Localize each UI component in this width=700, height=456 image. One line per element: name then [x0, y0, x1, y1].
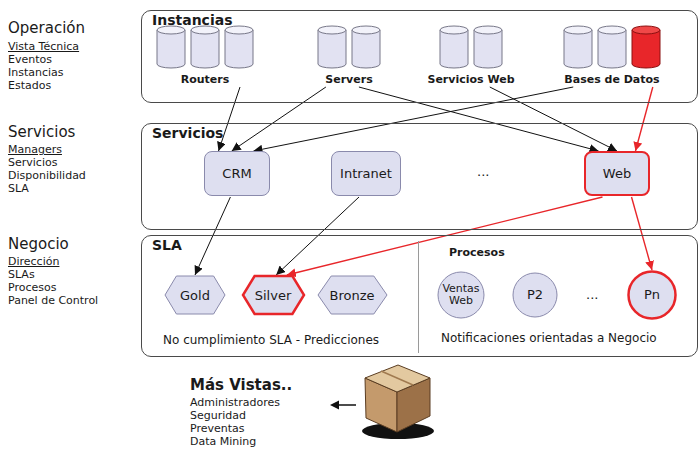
connector-arrow — [287, 197, 603, 275]
sla-hexagon: Bronze — [317, 275, 388, 315]
layer-title: Negocio — [8, 235, 69, 253]
sla-hexagon: Gold — [164, 275, 226, 315]
audience-label: Dirección — [8, 255, 59, 269]
box-tape — [381, 371, 413, 385]
panel-note: Notificaciones orientadas a Negocio — [441, 331, 657, 345]
service-box: Intranet — [331, 151, 401, 196]
panel-note: No cumplimiento SLA - Predicciones — [163, 333, 379, 347]
circle-shape — [438, 272, 484, 318]
panel-heading: Instancias — [152, 12, 233, 28]
connector-arrow — [635, 87, 652, 151]
database-cylinder — [225, 26, 253, 68]
pointer-arrow — [337, 404, 356, 406]
process-region: ProcesosNotificaciones orientadas a Nego… — [418, 241, 694, 353]
view-item: Data Mining — [190, 435, 256, 449]
layer-panel: SLA No cumplimiento SLA - Predicciones Gol… — [141, 235, 698, 357]
ellipsis: ... — [477, 164, 489, 180]
database-cylinder — [191, 26, 219, 68]
layer-item: SLAs — [8, 268, 35, 282]
database-cylinder — [318, 26, 346, 68]
box-illustration — [362, 365, 434, 439]
layer-title: Operación — [8, 19, 85, 37]
node-label: Pn — [630, 288, 674, 302]
ellipsis: ... — [586, 287, 598, 303]
database-cylinder — [564, 26, 592, 68]
audience-label: Managers — [8, 143, 62, 157]
node-label: Web — [603, 166, 631, 181]
instance-group: Bases de Datos — [561, 26, 663, 86]
layer-panel: ServiciosCRM Intranet Web — [141, 123, 698, 230]
database-cylinder — [474, 26, 502, 68]
node-label: Routers — [181, 72, 230, 87]
node-label: Servers — [325, 72, 372, 87]
service-box: Web — [584, 151, 650, 196]
process-circle: Ventas Web — [437, 271, 485, 319]
circle-shape — [629, 272, 676, 319]
database-cylinder — [157, 26, 185, 68]
layer-item: Procesos — [8, 281, 56, 295]
service-box: CRM — [204, 151, 270, 196]
instance-group: Servicios Web — [424, 26, 518, 86]
view-item: Seguridad — [190, 409, 246, 423]
circle-shape — [513, 273, 557, 317]
node-label: Gold — [180, 288, 210, 303]
instance-group: Routers — [155, 26, 255, 86]
database-cylinder — [632, 26, 660, 68]
layer-item: Panel de Control — [8, 294, 98, 308]
connector-arrow — [219, 87, 240, 151]
panel-heading: Procesos — [449, 246, 505, 259]
connector-arrow — [359, 87, 599, 151]
connector-arrow — [276, 197, 359, 275]
database-cylinder — [352, 26, 380, 68]
node-label: Bronze — [330, 288, 375, 303]
connector-arrow — [632, 197, 652, 270]
database-cylinder — [440, 26, 468, 68]
box-top-face — [365, 365, 430, 392]
layer-panel: InstanciasRouters Servers Servicios Web Bas… — [141, 10, 698, 103]
node-label: Servicios Web — [427, 72, 514, 87]
node-label: CRM — [222, 166, 251, 181]
layer-title: Servicios — [8, 123, 75, 141]
layer-item: SLA — [8, 182, 29, 196]
layer-item: Estados — [8, 79, 51, 93]
connector-arrow — [254, 87, 574, 151]
process-circle: P2 — [512, 272, 558, 318]
pointer-arrowhead — [330, 401, 339, 410]
hexagon-shape — [165, 276, 225, 314]
node-label: Bases de Datos — [564, 72, 659, 87]
view-item: Preventas — [190, 422, 245, 436]
layer-item: Eventos — [8, 53, 52, 67]
audience-label: Vista Técnica — [8, 40, 79, 54]
node-label: P2 — [515, 288, 555, 302]
panel-heading: Servicios — [152, 125, 223, 141]
hexagon-shape — [318, 276, 387, 314]
node-label: Intranet — [340, 166, 392, 181]
node-label: Ventas Web — [440, 283, 482, 307]
connector-arrow — [195, 197, 230, 275]
hexagon-shape — [243, 276, 304, 314]
view-item: Administradores — [190, 396, 280, 410]
connector-arrow — [490, 87, 617, 151]
process-circle: Pn — [627, 270, 677, 320]
instance-group: Servers — [316, 26, 382, 86]
layer-item: Instancias — [8, 66, 64, 80]
layer-item: Servicios — [8, 156, 57, 170]
database-cylinder — [598, 26, 626, 68]
layer-item: Disponibilidad — [8, 169, 86, 183]
sla-hexagon: Silver — [242, 275, 305, 315]
node-label: Silver — [255, 288, 292, 303]
section-title: Más Vistas.. — [190, 376, 292, 394]
panel-heading: SLA — [152, 237, 182, 253]
connector-arrow — [232, 87, 326, 151]
